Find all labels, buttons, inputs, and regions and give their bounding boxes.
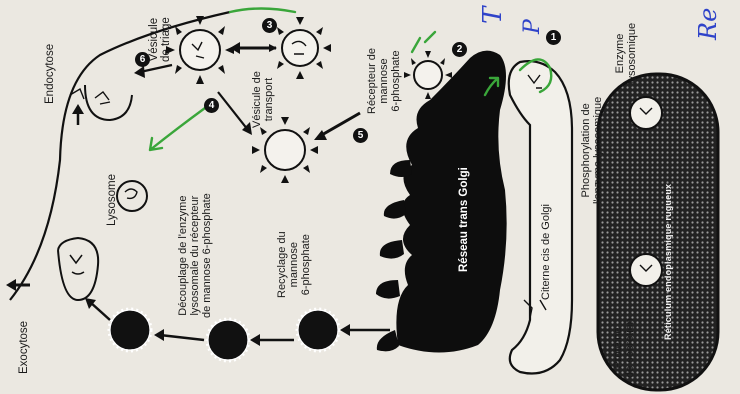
handwriting-t: T — [478, 7, 508, 24]
trans-golgi-network — [396, 51, 506, 353]
label-citerne: Citerne cis de Golgi — [540, 204, 552, 300]
label-endocytose: Endocytose — [44, 44, 56, 104]
exocytose-membrane — [58, 238, 98, 300]
secretory-vesicles — [110, 310, 338, 360]
label-recepteur: Récepteur de mannose 6-phosphate — [366, 48, 402, 114]
label-phosphorylation: Phosphorylation de l'enzyme lysosomique — [580, 97, 604, 204]
step-3-badge: 3 — [262, 18, 277, 33]
step-1-badge: 1 — [546, 30, 561, 45]
green-arrow-lysosome — [150, 108, 205, 150]
label-reticulum: Réticulum endoplasmique rugueux — [662, 184, 674, 340]
handwriting-re: Re — [694, 8, 722, 40]
label-reseau-golgi: Réseau trans Golgi — [458, 167, 470, 272]
handwriting-p: P — [520, 19, 545, 34]
step-4-badge: 4 — [204, 98, 219, 113]
label-exocytose: Exocytose — [18, 321, 30, 374]
label-proteine: Protéine de sécrétion — [612, 318, 636, 378]
step-5-badge: 5 — [353, 128, 368, 143]
step-2-badge: 2 — [452, 42, 467, 57]
label-decouplage: Découplage de l'enzyme lysosomale du réc… — [177, 193, 213, 318]
label-vesicule-triage: Vésicule de triage — [148, 17, 172, 62]
transport-vesicle — [269, 17, 331, 79]
label-lysosome: Lysosome — [106, 174, 118, 226]
label-enzyme-lyso: Enzyme lysosomique — [614, 23, 638, 84]
label-vesicule-transport: Vésicule de transport — [251, 71, 275, 128]
label-recyclage: Recyclage du mannose 6-phosphate — [276, 231, 312, 298]
lysosome — [117, 181, 147, 211]
